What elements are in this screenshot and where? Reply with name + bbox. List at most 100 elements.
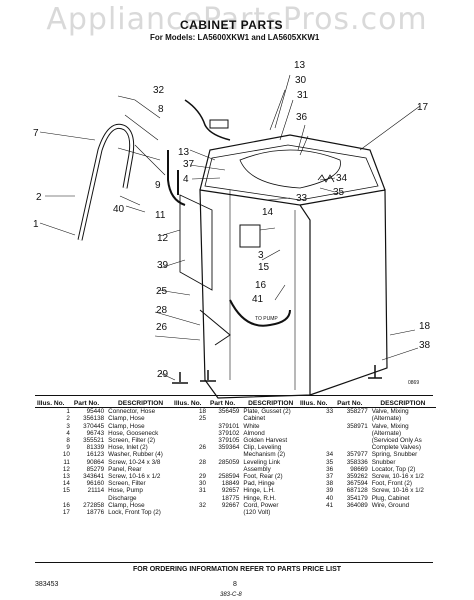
description: Screen, Filter [108,480,146,488]
illus-no: 11 [63,458,70,466]
illus-no: 2 [66,415,70,423]
description: Assembly [243,465,271,473]
part-no [335,444,370,451]
description: (Alternate) [371,415,402,423]
illus-no: 3 [66,422,70,430]
callout-3: 3 [258,250,264,261]
table-row: (120 Volt) [172,509,300,516]
illus-no [172,466,208,473]
illus-no: 18 [198,408,206,416]
illus-no [298,430,335,437]
part-no: 95440 [86,408,105,416]
callout-7: 7 [33,128,39,139]
part-no: 355521 [83,437,105,445]
col-illus-header: Illus. No. [174,400,202,407]
callout-11: 11 [155,210,166,221]
callout-30: 30 [295,75,307,86]
callout-8: 8 [158,104,164,115]
description: Hose, Gooseneck [108,429,159,437]
illus-no: 36 [326,465,334,473]
part-no: 358277 [346,408,368,416]
part-no: 21114 [87,487,105,495]
callout-32: 32 [153,85,165,96]
description: Hose, Inlet (2) [108,444,148,452]
illus-no [298,415,335,422]
description: Clamp, Hose [108,422,145,430]
rear-foot-2 [172,372,188,384]
part-no [72,495,106,502]
illus-no [172,430,208,437]
handwritten-code: 383-C-8 [220,592,242,598]
callout-26: 26 [156,322,168,333]
part-no: 16123 [86,451,105,459]
callout-25: 25 [156,286,168,297]
illus-no: 26 [198,444,206,452]
table-top-rule [35,395,433,397]
part-no: 258594 [218,473,240,481]
description: Valve, Mixing [371,422,409,430]
illus-no: 34 [326,451,334,459]
illus-no: 35 [326,458,334,466]
part-no: 364089 [346,501,368,509]
callout-37: 37 [183,159,195,170]
description: Plate, Gusset (2) [243,408,291,416]
diagram-ref: 0869 [408,380,419,386]
power-cord [184,99,231,141]
description: Complete Valves) [371,444,421,452]
part-no: 96743 [86,429,105,437]
cabinet-top [199,134,386,191]
illus-no [298,437,335,444]
table-row: Assembly [172,466,300,473]
illus-no: 16 [62,501,70,509]
description: Lock, Front Top (2) [108,509,161,517]
description: Screw, 10-16 x 1/2 [108,473,161,481]
description: (Alternate) [371,429,402,437]
callout-28: 28 [156,305,168,316]
illus-no: 17 [62,509,70,517]
part-no: 357977 [346,451,368,459]
description: Connector, Hose [108,408,156,416]
description: Hinge, R.H. [243,494,276,502]
callout-18: 18 [419,321,431,332]
description: Discharge [108,494,137,502]
callout-15: 15 [258,262,270,273]
callout-36: 36 [296,112,308,123]
illus-no: 29 [198,473,206,481]
description: Cord, Power [243,501,279,509]
illus-no: 1 [66,408,70,416]
part-no: 81339 [86,444,105,452]
description: Golden Harvest [243,437,288,445]
illus-no: 41 [326,501,334,509]
illus-no: 12 [62,465,70,473]
description: White [243,422,260,430]
illus-no: 37 [326,473,334,481]
table-row: (Serviced Only As [298,437,436,444]
description: Clamp, Hose [108,415,145,423]
description: Clamp, Hose [108,501,145,509]
description: Foot, Rear (2) [243,473,283,481]
model-subtitle: For Models: LA5600XKW1 and LA5605XKW1 [150,33,320,42]
col-illus-header: Illus. No. [37,400,65,407]
part-no: 359364 [218,444,240,452]
description: Screw, 10-16 x 1/2 [371,487,424,495]
